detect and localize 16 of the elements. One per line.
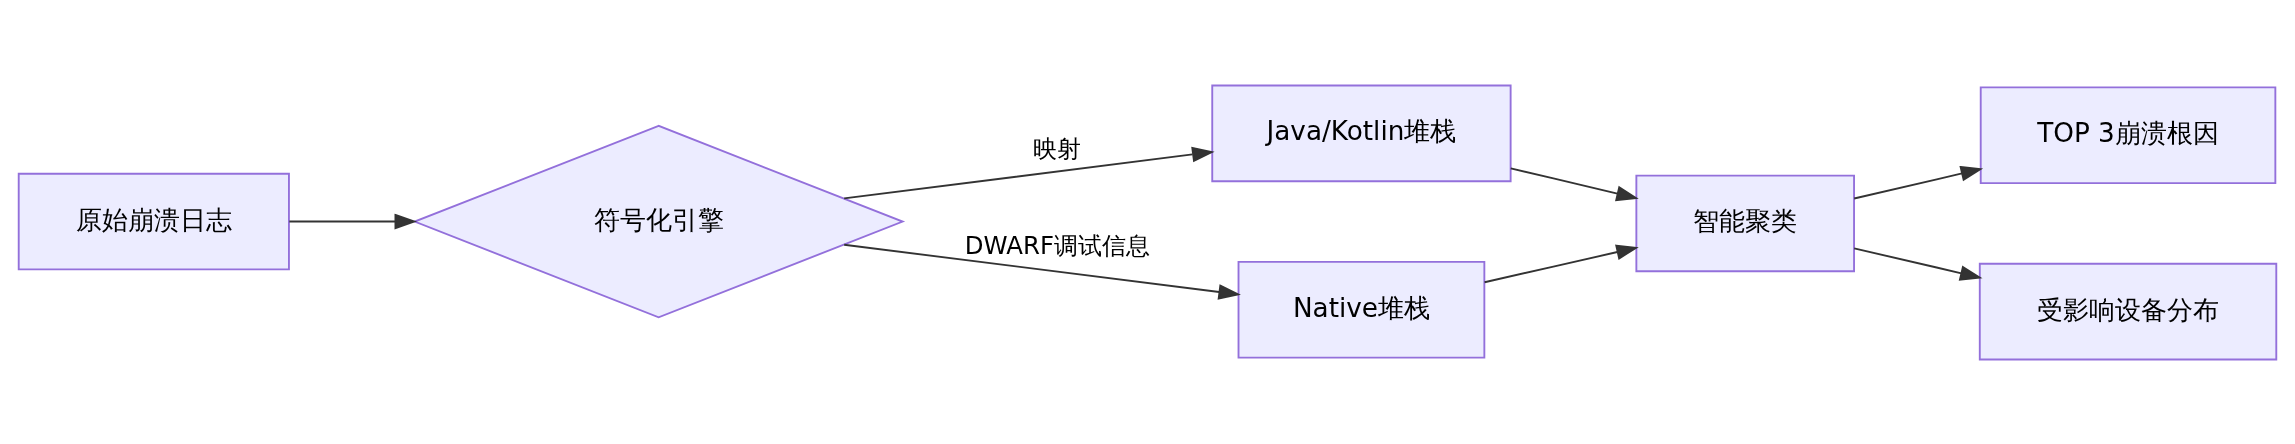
arrow [843, 243, 1241, 300]
edge-label: 映射 [1033, 133, 1082, 163]
node-diamond: 符号化引擎 [412, 124, 906, 318]
arrow [1853, 246, 1983, 281]
node-box: 原始崩溃日志 [17, 172, 290, 270]
arrow [288, 213, 418, 229]
node-box: 受影响设备分布 [1978, 262, 2278, 360]
arrow [1483, 243, 1639, 283]
node-box: Native堆栈 [1237, 260, 1486, 359]
node-box: TOP 3崩溃根因 [1979, 85, 2277, 184]
arrow [1509, 166, 1639, 201]
edge-label: DWARF调试信息 [964, 230, 1151, 260]
arrow [843, 146, 1215, 199]
node-box: Java/Kotlin堆栈 [1211, 84, 1512, 182]
node-box: 智能聚类 [1635, 174, 1855, 272]
arrow [1853, 165, 1984, 199]
